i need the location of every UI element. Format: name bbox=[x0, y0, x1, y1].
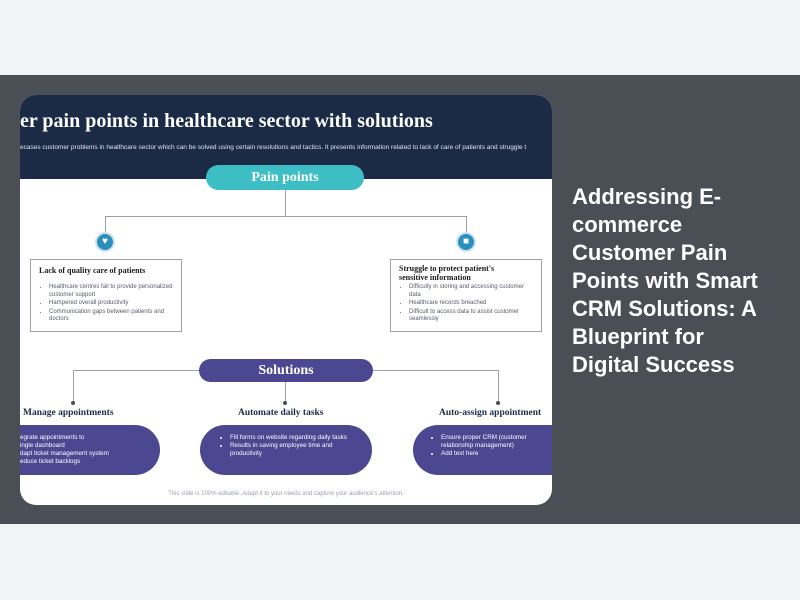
connector-line bbox=[285, 382, 286, 403]
connector-line bbox=[105, 216, 467, 217]
slide-footnote: This slide is 100% editable. Adapt it to… bbox=[168, 491, 404, 497]
list-item: dapt ticket management system bbox=[20, 450, 109, 457]
solution-pill-right: Ensure proper CRM (customer relationship… bbox=[413, 425, 552, 475]
slide-image[interactable]: er pain points in healthcare sector with… bbox=[20, 95, 552, 505]
solution-title: Manage appointments bbox=[23, 408, 114, 418]
connector-dot bbox=[283, 401, 287, 405]
list-item: Communication gaps between patients and … bbox=[49, 309, 181, 324]
connector-dot bbox=[496, 401, 500, 405]
connector-line bbox=[105, 216, 106, 232]
list-item: Results in saving employee time and prod… bbox=[230, 442, 360, 458]
list-item: Difficult to access data to assist custo… bbox=[409, 309, 524, 324]
list-item: ingle dashboard bbox=[20, 442, 65, 449]
solution-list: egrate appointments to ingle dashboard d… bbox=[20, 434, 155, 466]
solutions-pill: Solutions bbox=[199, 359, 373, 382]
pain-point-list: Healthcare centres fail to provide perso… bbox=[37, 284, 181, 325]
connector-line bbox=[466, 216, 467, 232]
list-item: egrate appointments to bbox=[20, 434, 85, 441]
connector-dot bbox=[71, 401, 75, 405]
list-item: Difficulty in storing and accessing cust… bbox=[409, 284, 524, 299]
list-item: Add text here bbox=[441, 450, 552, 458]
slide-title: er pain points in healthcare sector with… bbox=[20, 110, 433, 132]
pain-point-list: Difficulty in storing and accessing cust… bbox=[397, 284, 524, 325]
list-item: Hampered overall productivity bbox=[49, 300, 181, 308]
pain-point-box-left: Lack of quality care of patients Healthc… bbox=[30, 259, 182, 332]
list-item: Ensure proper CRM (customer relationship… bbox=[441, 434, 552, 450]
pain-point-title: Struggle to protect patient's sensitive … bbox=[399, 264, 495, 282]
handshake-icon: ♥ bbox=[95, 232, 115, 252]
pain-point-box-right: Struggle to protect patient's sensitive … bbox=[390, 259, 542, 332]
slide-header: er pain points in healthcare sector with… bbox=[20, 95, 552, 179]
list-item: Healthcare centres fail to provide perso… bbox=[49, 284, 181, 299]
pain-point-title: Lack of quality care of patients bbox=[39, 266, 146, 275]
list-item: Healthcare records breached bbox=[409, 300, 524, 308]
list-item: educe ticket backlogs bbox=[20, 458, 81, 465]
connector-line bbox=[73, 370, 74, 403]
pain-points-pill: Pain points bbox=[206, 165, 364, 190]
connector-line bbox=[73, 370, 199, 371]
solution-list: Fill forms on website regarding daily ta… bbox=[220, 434, 360, 458]
solution-pill-left: egrate appointments to ingle dashboard d… bbox=[20, 425, 160, 475]
connector-line bbox=[285, 190, 286, 216]
solution-pill-middle: Fill forms on website regarding daily ta… bbox=[200, 425, 372, 475]
list-item: Fill forms on website regarding daily ta… bbox=[230, 434, 360, 442]
article-headline[interactable]: Addressing E-commerce Customer Pain Poin… bbox=[572, 184, 758, 377]
connector-line bbox=[498, 370, 499, 403]
solution-title: Auto-assign appointment bbox=[439, 408, 542, 418]
slide-subtitle: ecases customer problems in healthcare s… bbox=[20, 144, 527, 151]
solution-list: Ensure proper CRM (customer relationship… bbox=[431, 434, 552, 458]
lock-document-icon: ■ bbox=[456, 232, 476, 252]
solution-title: Automate daily tasks bbox=[238, 408, 324, 418]
connector-line bbox=[373, 370, 499, 371]
